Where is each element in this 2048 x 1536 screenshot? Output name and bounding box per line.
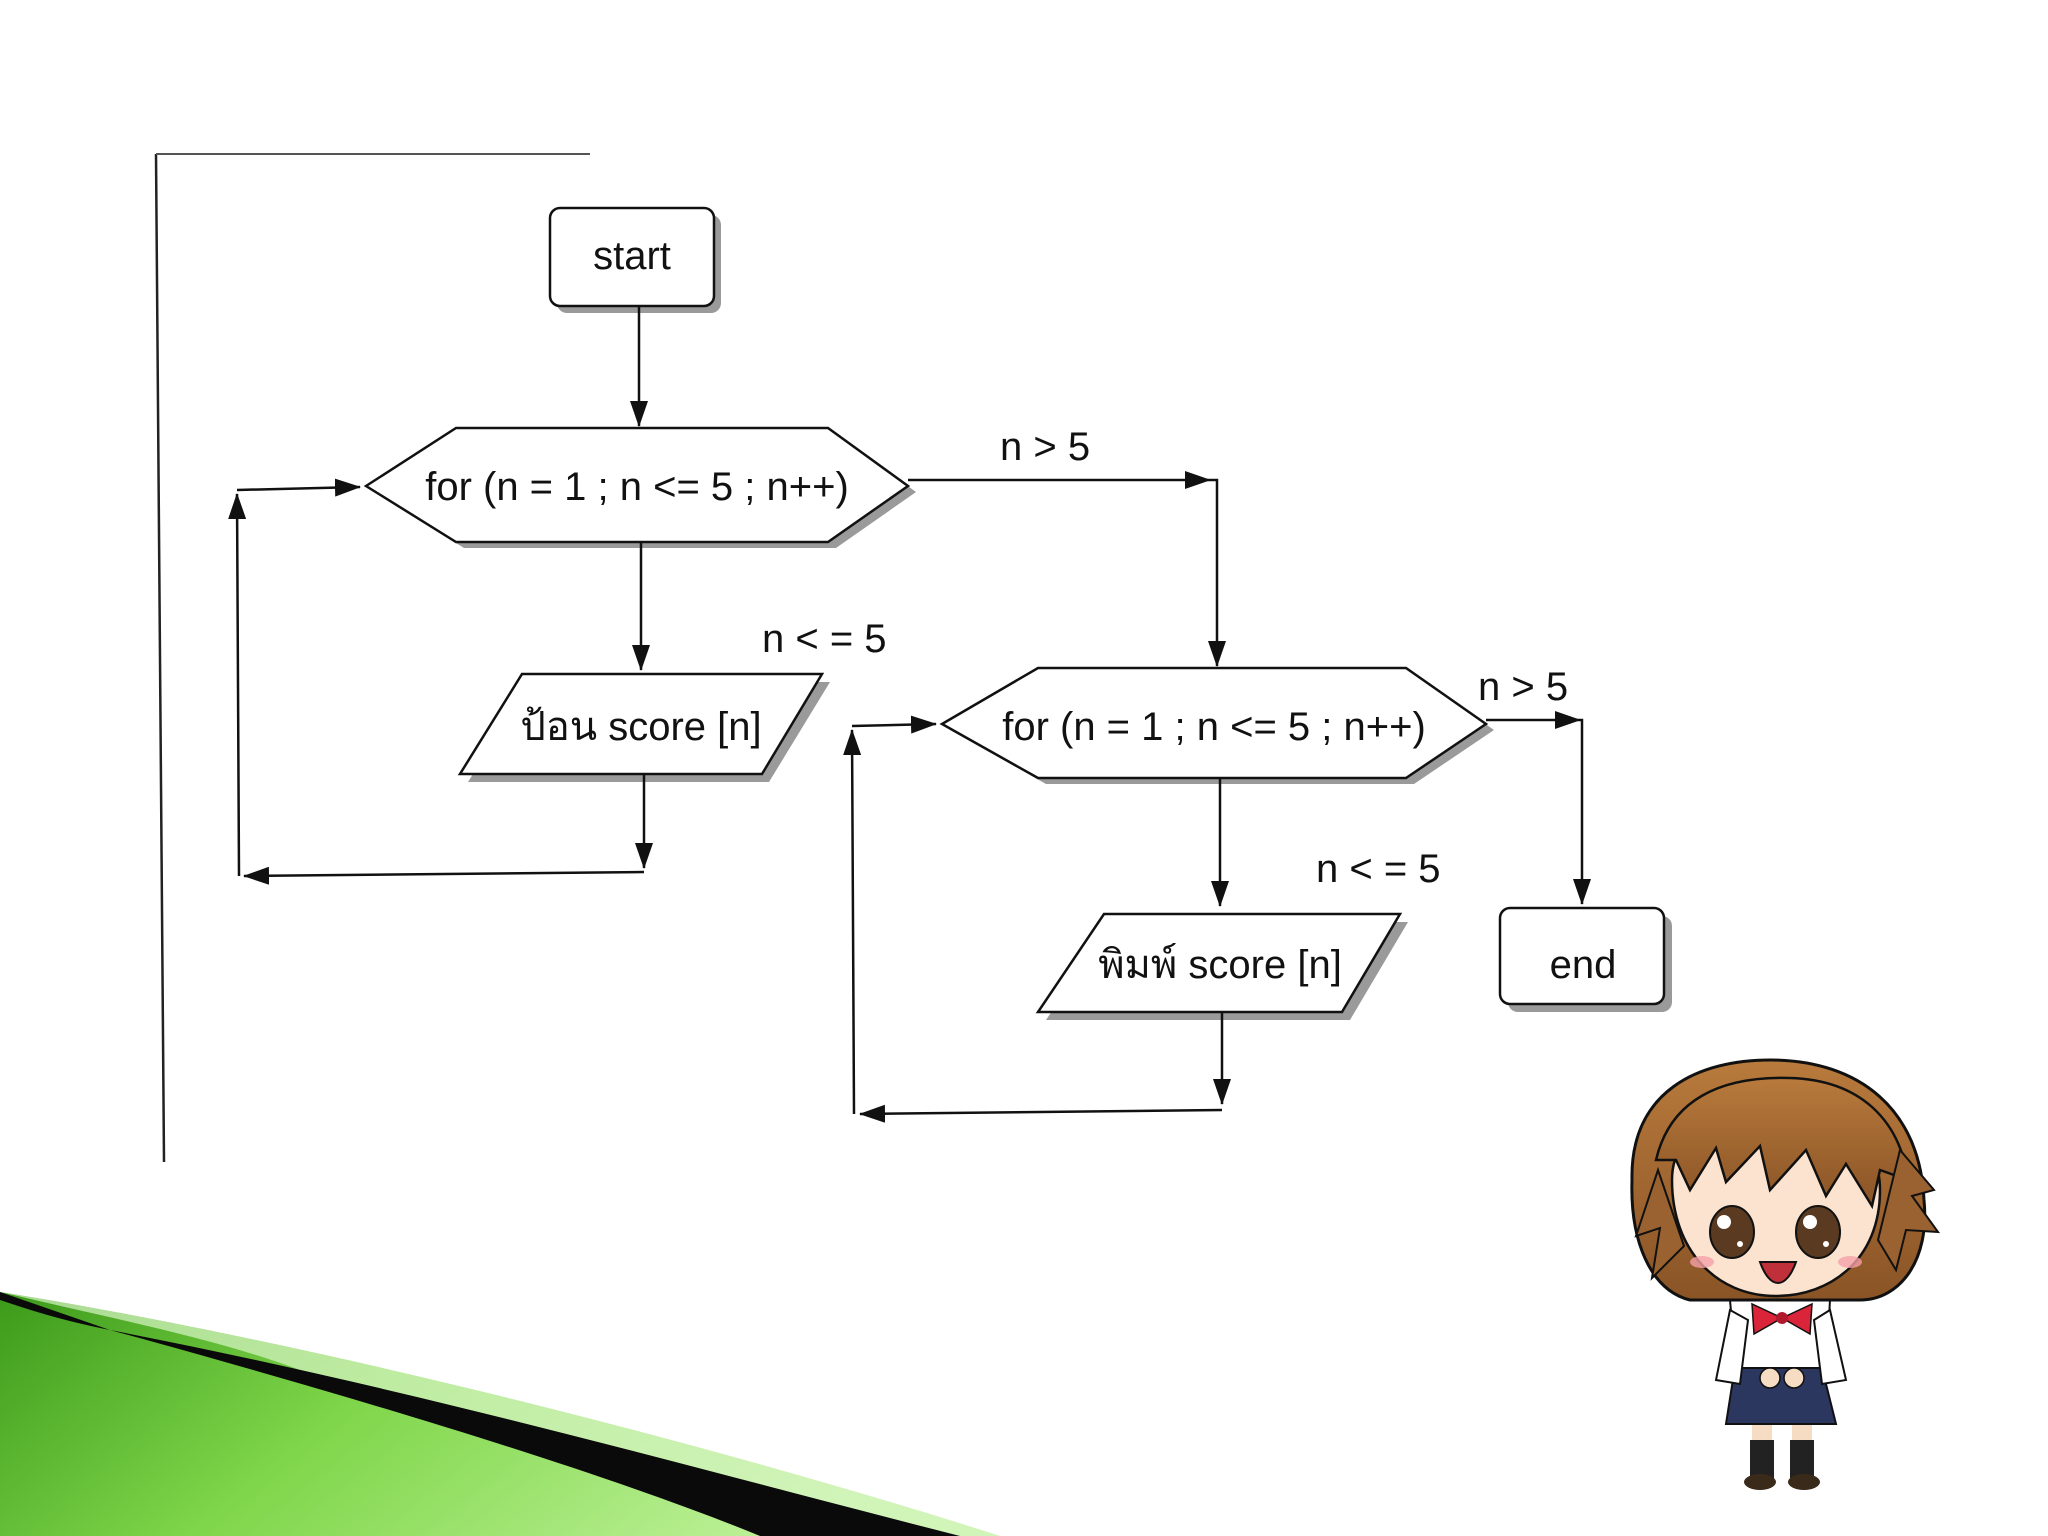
loop2-label: for (n = 1 ; n <= 5 ; n++) [1002, 705, 1426, 749]
edge-loop1-exit-b [1208, 478, 1226, 667]
anime-girl-mascot-icon [1630, 1058, 1941, 1490]
input-node: ป้อน score [n] [457, 672, 830, 782]
flowchart: start for (n = 1 ; n <= 5 ; n++) n > 5 n… [228, 206, 1672, 1123]
loop1-exit-label: n > 5 [1000, 425, 1090, 469]
edge-loop1-return-left [228, 493, 247, 877]
loop2-exit-label: n > 5 [1478, 665, 1568, 709]
print-node: พิมพ์ score [n] [1035, 912, 1408, 1020]
loop1-body-label: n < = 5 [762, 617, 887, 661]
edge-loop2-return-top [851, 715, 937, 734]
end-node: end [1498, 906, 1672, 1012]
edge-loop1-return-top [236, 478, 361, 497]
edge-loop2-exit-b [1573, 718, 1591, 905]
scan-frame [154, 153, 590, 1163]
print-label: พิมพ์ score [n] [1098, 942, 1342, 987]
loop2-node: for (n = 1 ; n <= 5 ; n++) [939, 666, 1494, 784]
end-label: end [1550, 943, 1617, 987]
edge-loop2-return-bottom [859, 1104, 1223, 1123]
start-node: start [548, 206, 721, 313]
loop2-body-label: n < = 5 [1316, 847, 1441, 891]
edge-loop1-return-bottom [243, 866, 645, 885]
start-label: start [593, 234, 671, 278]
edge-loop2-return-left [843, 729, 862, 1115]
loop1-label: for (n = 1 ; n <= 5 ; n++) [425, 465, 849, 509]
green-swoosh-decoration [0, 1292, 1000, 1536]
input-label: ป้อน score [n] [520, 705, 761, 749]
loop1-node: for (n = 1 ; n <= 5 ; n++) [363, 426, 916, 548]
